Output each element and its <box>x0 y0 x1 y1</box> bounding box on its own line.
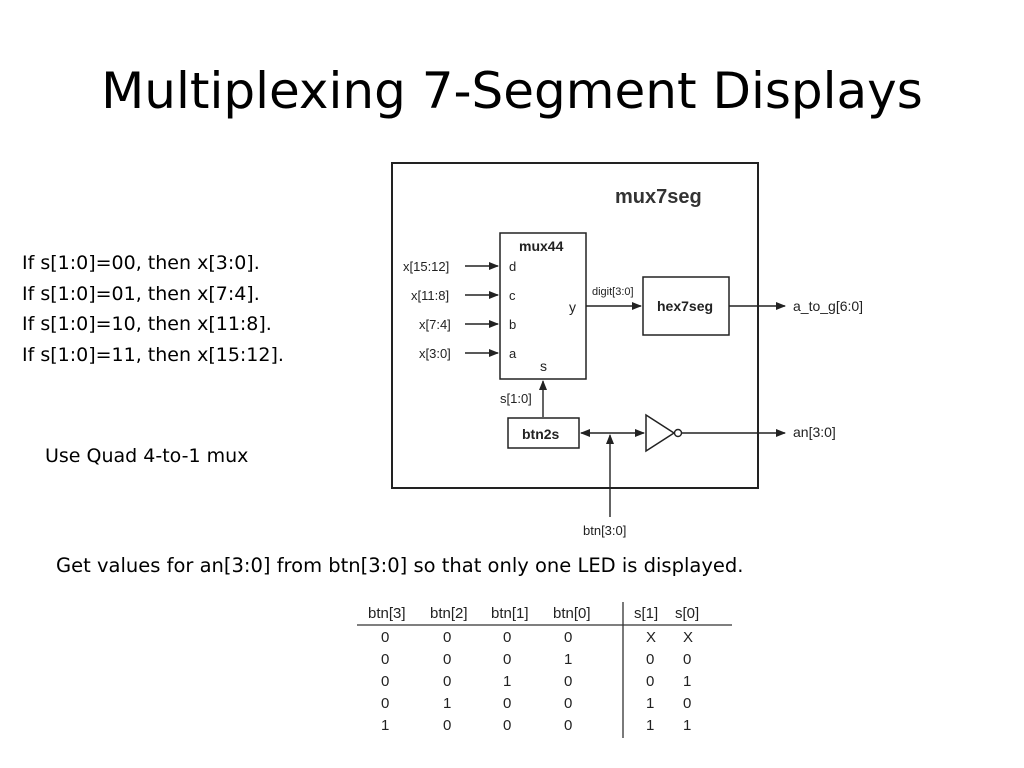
header-btn1: btn[1] <box>491 605 529 622</box>
cell: 0 <box>381 673 389 690</box>
cell: 0 <box>646 673 654 690</box>
cell: 0 <box>381 695 389 712</box>
cell: 0 <box>683 695 691 712</box>
mux7seg-outer-box <box>391 162 759 489</box>
port-s: s <box>540 358 547 374</box>
port-d: d <box>509 259 516 274</box>
cell: 0 <box>381 651 389 668</box>
table-row: 0 0 1 0 0 1 <box>381 673 691 690</box>
header-s1: s[1] <box>634 605 658 622</box>
rule-line: If s[1:0]=10, then x[11:8]. <box>22 313 272 335</box>
port-y: y <box>569 299 576 315</box>
cell: 0 <box>443 651 451 668</box>
an-label: an[3:0] <box>793 424 836 440</box>
table-row: 0 0 0 0 X X <box>381 629 693 646</box>
port-b: b <box>509 317 516 332</box>
cell: 0 <box>564 695 572 712</box>
select-label: s[1:0] <box>500 391 532 406</box>
input-label-x7-4: x[7:4] <box>419 317 451 332</box>
cell: 0 <box>443 673 451 690</box>
cell: 0 <box>503 651 511 668</box>
mux7seg-diagram: mux7seg mux44 x[15:12] x[11:8] x[7:4] x[… <box>391 162 863 538</box>
instruction-text: Get values for an[3:0] from btn[3:0] so … <box>56 554 744 577</box>
cell: 1 <box>646 695 654 712</box>
cell: 1 <box>381 717 389 734</box>
port-a: a <box>509 346 517 361</box>
cell: 0 <box>503 717 511 734</box>
btn2s-box <box>507 417 580 449</box>
mux7seg-label: mux7seg <box>615 186 702 208</box>
header-btn3: btn[3] <box>368 605 406 622</box>
cell: X <box>646 629 656 646</box>
table-row: 0 1 0 0 1 0 <box>381 695 691 712</box>
mux44-label: mux44 <box>519 238 564 254</box>
rule-line: If s[1:0]=11, then x[15:12]. <box>22 343 284 366</box>
mux-note: Use Quad 4-to-1 mux <box>45 445 249 467</box>
btn-input-label: btn[3:0] <box>583 523 626 538</box>
port-c: c <box>509 288 516 303</box>
cell: 1 <box>646 717 654 734</box>
truth-table: btn[3] btn[2] btn[1] btn[0] s[1] s[0] 0 … <box>357 602 732 738</box>
table-row: 0 0 0 1 0 0 <box>381 651 691 668</box>
a-to-g-label: a_to_g[6:0] <box>793 298 863 314</box>
hex7seg-label: hex7seg <box>657 298 713 314</box>
input-label-x15-12: x[15:12] <box>403 259 449 274</box>
cell: 1 <box>503 673 511 690</box>
cell: 0 <box>564 629 572 646</box>
hex7seg-box <box>642 276 730 336</box>
table-row: 1 0 0 0 1 1 <box>381 717 691 734</box>
cell: 0 <box>503 629 511 646</box>
cell: 0 <box>381 629 389 646</box>
mux44-box <box>499 232 587 380</box>
cell: 0 <box>503 695 511 712</box>
header-btn0: btn[0] <box>553 605 591 622</box>
cell: X <box>683 629 693 646</box>
cell: 0 <box>646 651 654 668</box>
cell: 0 <box>564 717 572 734</box>
slide-title: Multiplexing 7-Segment Displays <box>101 62 923 120</box>
cell: 1 <box>564 651 572 668</box>
rule-line: If s[1:0]=00, then x[3:0]. <box>22 252 260 274</box>
cell: 0 <box>443 629 451 646</box>
header-s0: s[0] <box>675 605 699 622</box>
cell: 0 <box>683 651 691 668</box>
cell: 1 <box>443 695 451 712</box>
inverter-gate <box>645 413 676 453</box>
header-btn2: btn[2] <box>430 605 468 622</box>
cell: 1 <box>683 717 691 734</box>
rule-line: If s[1:0]=01, then x[7:4]. <box>22 282 260 305</box>
cell: 1 <box>683 673 691 690</box>
btn2s-label: btn2s <box>522 426 560 442</box>
select-rules: If s[1:0]=00, then x[3:0]. If s[1:0]=01,… <box>22 248 284 370</box>
digit-label: digit[3:0] <box>592 286 634 298</box>
input-label-x11-8: x[11:8] <box>411 288 449 303</box>
cell: 0 <box>443 717 451 734</box>
input-label-x3-0: x[3:0] <box>419 346 451 361</box>
inverter-bubble <box>673 428 683 438</box>
cell: 0 <box>564 673 572 690</box>
